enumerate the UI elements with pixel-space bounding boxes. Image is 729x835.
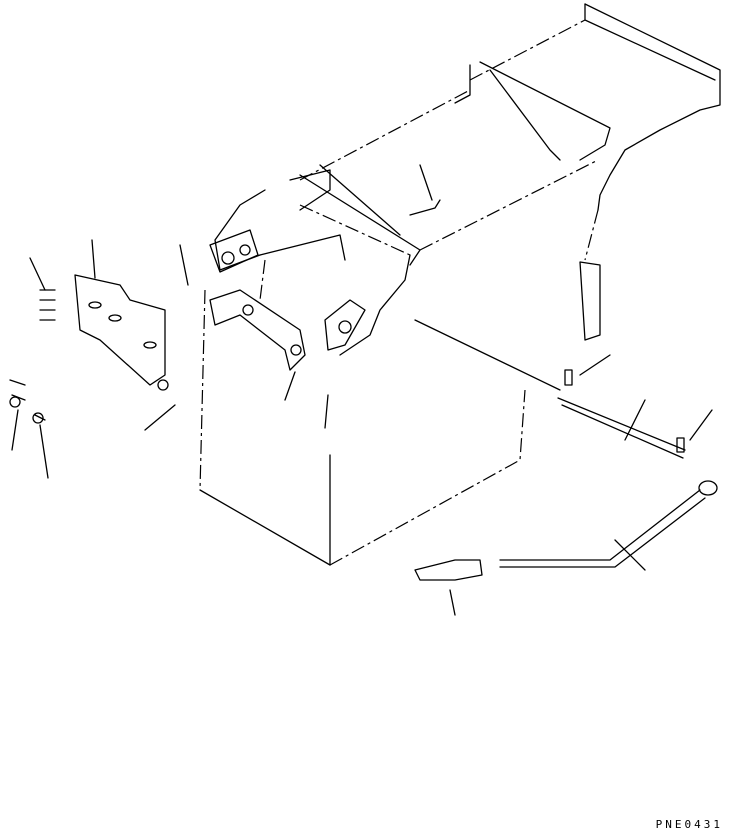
lever-and-rod	[409, 199, 718, 581]
left-brackets	[209, 229, 366, 371]
hinge-plate	[9, 274, 169, 424]
console-body	[199, 3, 721, 566]
drawing-code: PNE0431	[655, 818, 723, 831]
leader-lines	[11, 164, 713, 616]
